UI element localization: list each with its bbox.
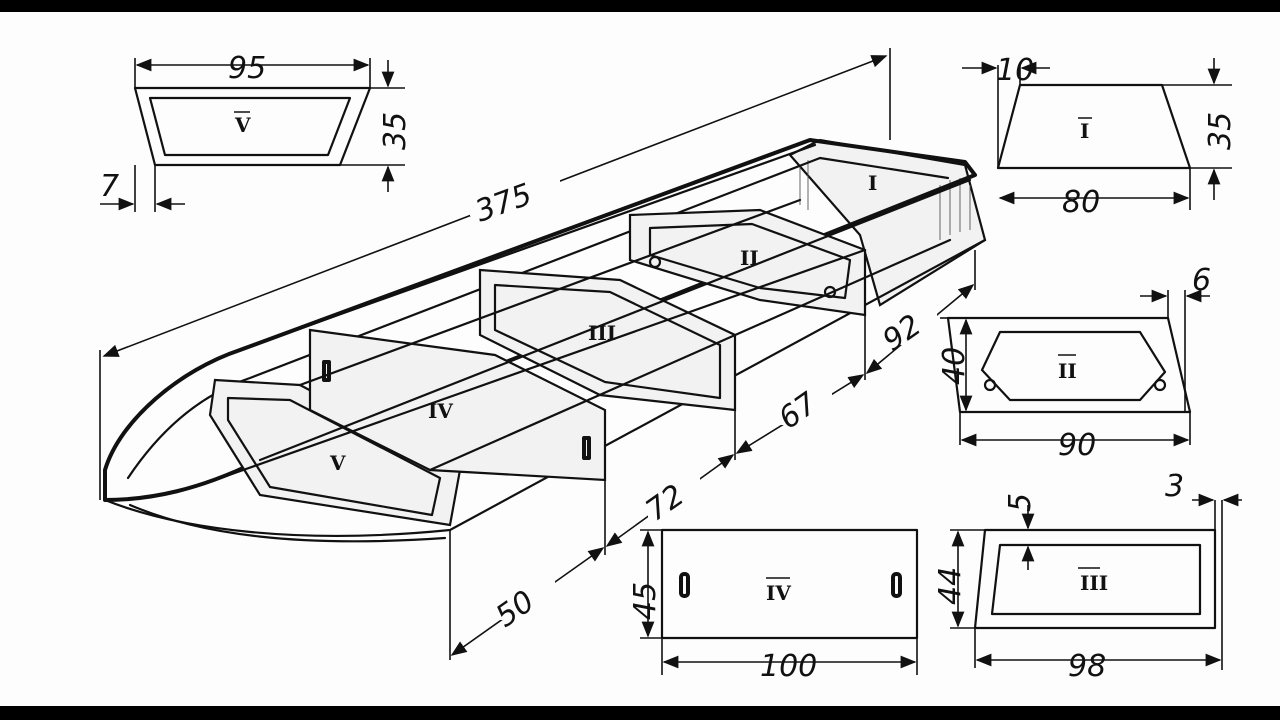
dim-III-height: 44 (933, 567, 968, 605)
label-I-boat: I (868, 171, 877, 195)
boat-hull: 375 I V IV III II (99, 48, 987, 660)
dim-IV-height: 45 (628, 582, 663, 620)
dim-III-offset: 3 (1165, 469, 1184, 504)
label-V-detail: V (234, 113, 251, 137)
dim-I-height: 35 (1203, 112, 1238, 150)
dim-V-height: 35 (378, 112, 413, 150)
label-I-detail: I (1080, 119, 1089, 143)
label-IV-detail: IV (766, 581, 791, 605)
diagram-canvas: 95 35 7 V 10 35 80 I (0, 12, 1280, 706)
detail-frame-I: 10 35 80 I (962, 53, 1238, 220)
dim-III-inset: 5 (1003, 493, 1038, 512)
dim-II-offset: 6 (1192, 263, 1211, 298)
dim-V-top: 95 (228, 51, 266, 86)
boat-frame-drawing: 95 35 7 V 10 35 80 I (99, 48, 1242, 684)
dim-II-height: 40 (937, 347, 972, 385)
dim-III-width: 98 (1068, 649, 1106, 684)
detail-frame-V: 95 35 7 V (100, 51, 413, 212)
dim-IV-width: 100 (760, 649, 817, 684)
dim-I-bottom: 80 (1062, 185, 1100, 220)
label-V-boat: V (329, 451, 346, 475)
detail-frame-II: 6 40 90 II (937, 263, 1211, 463)
label-III-detail: III (1080, 571, 1108, 595)
dim-V-offset: 7 (100, 169, 119, 204)
detail-frame-III: 3 5 44 98 III (933, 469, 1242, 684)
dim-II-width: 90 (1058, 428, 1096, 463)
dim-I-offset: 10 (996, 53, 1034, 88)
detail-frame-IV: 45 100 IV (628, 528, 919, 684)
label-II-detail: II (1058, 359, 1077, 383)
